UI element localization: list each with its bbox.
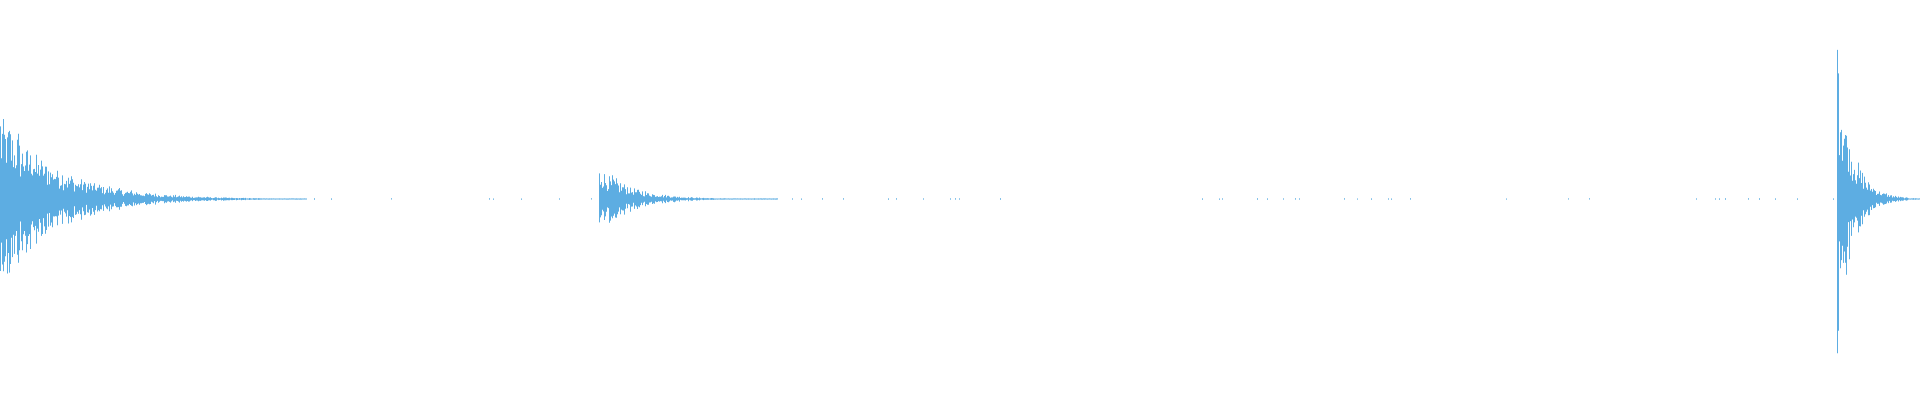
waveform-bars (0, 49, 1920, 354)
